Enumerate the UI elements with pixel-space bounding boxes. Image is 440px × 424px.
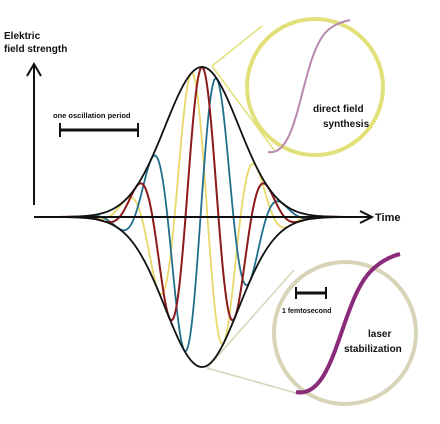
direct-field-label-line1: direct field [313, 104, 364, 115]
y-axis-arrowhead [26, 62, 42, 77]
femtosecond-scale-bar [295, 287, 327, 299]
y-axis-label-line2: field strength [4, 44, 67, 55]
stabilized-field-curve [295, 252, 401, 395]
laser-stabilization-label-line2: stabilization [344, 344, 402, 355]
direct-field-label-line2: synthesis [323, 119, 370, 130]
pulse-envelope-lower [34, 216, 370, 368]
femtosecond-label: 1 femtosecond [282, 308, 331, 315]
x-axis-label: Time [375, 212, 400, 224]
zoom-line-lower [206, 269, 295, 369]
direct-field-synthesis-inset: direct field synthesis [245, 17, 385, 157]
pulse-envelope-upper [34, 66, 370, 218]
zoom-line-upper [211, 25, 263, 67]
laser-stabilization-inset: 1 femtosecond laser stabilization [272, 252, 418, 406]
x-axis-arrowhead [359, 210, 375, 224]
y-axis-label-line1: Elektric [4, 31, 41, 42]
zoom-line-lower-2 [206, 367, 297, 394]
laser-stabilization-label-line1: laser [368, 329, 391, 340]
period-label: one oscillation period [53, 111, 131, 120]
period-scale-bar [59, 123, 139, 137]
synthesized-field-curve [267, 19, 351, 154]
zoom-line-upper-2 [211, 65, 275, 151]
